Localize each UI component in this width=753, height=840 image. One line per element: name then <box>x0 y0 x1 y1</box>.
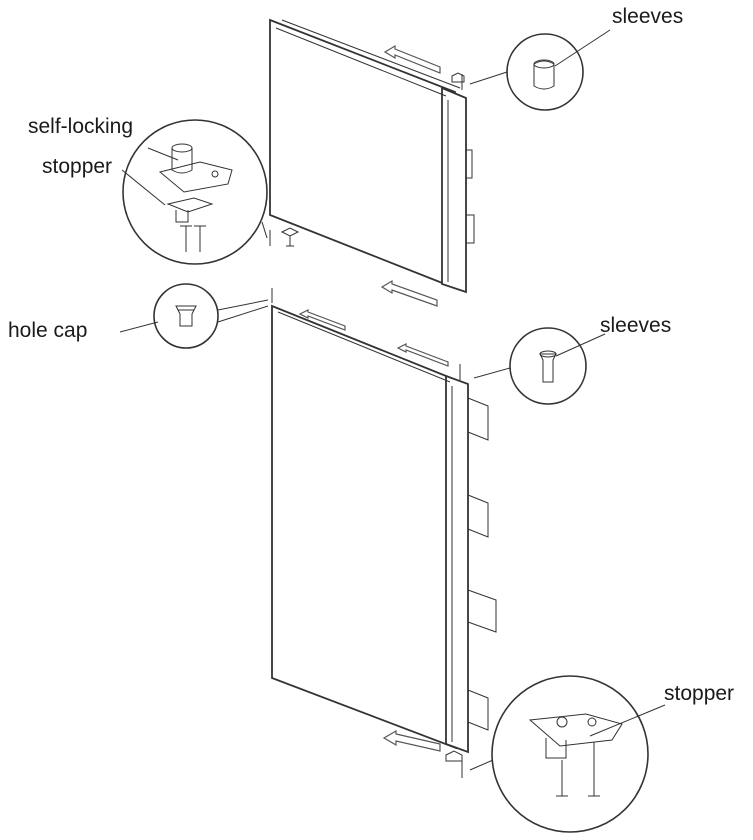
sleeves-top-callout <box>469 29 611 111</box>
upper-door <box>269 18 475 307</box>
label-stopper-top: stopper <box>42 155 113 178</box>
hole-cap-callout <box>119 283 269 349</box>
lower-door <box>271 304 497 778</box>
stopper-bottom-callout <box>469 675 666 833</box>
label-hole-cap: hole cap <box>8 319 88 342</box>
label-self-locking: self-locking <box>28 115 134 138</box>
sleeves-mid-callout <box>473 327 606 405</box>
label-sleeves-mid: sleeves <box>600 314 672 337</box>
label-sleeves-top: sleeves <box>612 5 684 28</box>
label-stopper-bottom: stopper <box>664 682 735 705</box>
self-locking-callout <box>121 119 268 265</box>
